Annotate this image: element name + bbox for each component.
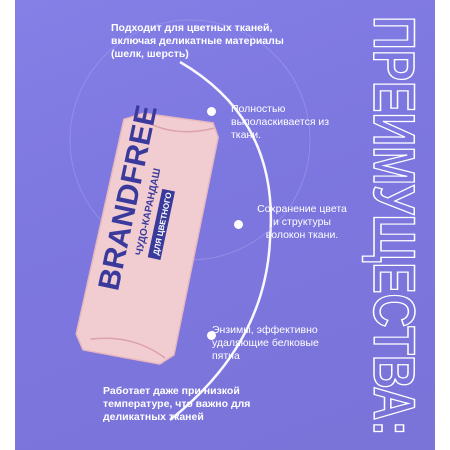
benefit-text: Подходит для цветных тканей, включая дел… bbox=[111, 22, 284, 61]
benefit-dot bbox=[207, 331, 216, 340]
page-title: ПРЕИМУЩЕСТВА: bbox=[361, 16, 426, 436]
promo-card: Подходит для цветных тканей, включая дел… bbox=[15, 0, 435, 450]
benefit-text: Сохранение цвета и структуры волокон тка… bbox=[257, 203, 347, 242]
benefit-text: Работает даже при низкой температуре, чт… bbox=[103, 385, 251, 424]
vertical-heading: ПРЕИМУЩЕСТВА: bbox=[357, 8, 427, 448]
benefit-dot bbox=[234, 220, 243, 229]
benefit-text: Энзимы, эффективно удаляющие белковые пя… bbox=[212, 324, 319, 363]
benefit-text: Полностью выполаскивается из ткани. bbox=[231, 103, 330, 142]
product-package: BRANDFREE ЧУДО-КАРАНДАШ ДЛЯ ЦВЕТНОГО bbox=[67, 92, 227, 372]
benefit-dot bbox=[207, 107, 216, 116]
